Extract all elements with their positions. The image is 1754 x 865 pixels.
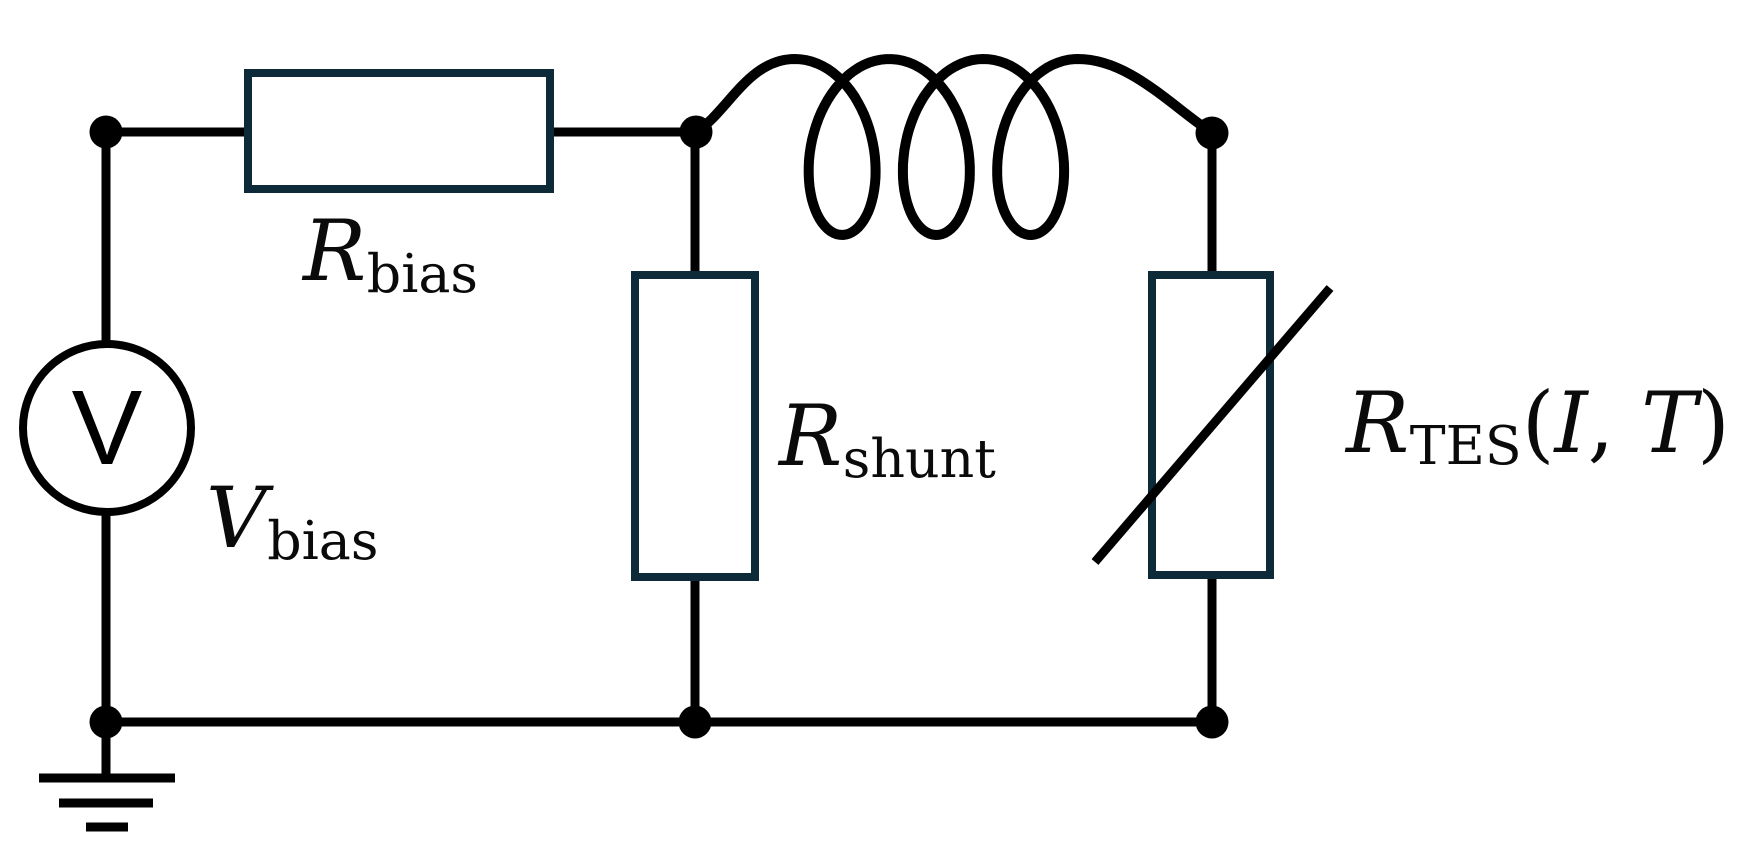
voltage-source-letter: V: [71, 368, 143, 487]
node-bottom-left: [89, 705, 123, 739]
resistor-bias: [244, 69, 554, 193]
tes-variable-diagonal: [1091, 285, 1334, 565]
voltage-source-symbol: V: [23, 344, 191, 512]
inductor-coil: [691, 53, 1217, 241]
label-r-tes-arg2: T: [1641, 374, 1698, 472]
label-r-shunt-base: R: [779, 387, 843, 485]
label-r-tes-sep: ,: [1587, 374, 1642, 472]
node-top-left: [89, 115, 123, 149]
node-bottom-middle: [678, 705, 712, 739]
resistor-shunt: [631, 271, 759, 581]
label-r-tes-arg1: I: [1554, 374, 1588, 472]
label-r-tes-open: (: [1521, 374, 1555, 472]
node-bottom-right: [1195, 705, 1229, 739]
label-r-bias-base: R: [303, 202, 367, 300]
label-v-bias-base: V: [206, 469, 267, 567]
label-v-bias: Vbias: [206, 476, 378, 568]
label-r-shunt: Rshunt: [779, 394, 996, 486]
label-r-bias: Rbias: [303, 209, 478, 301]
label-r-tes: RTES(I, T): [1346, 381, 1730, 473]
voltage-source-circle: [19, 340, 195, 516]
label-r-shunt-sub: shunt: [842, 426, 996, 490]
node-top-middle: [679, 115, 713, 149]
label-v-bias-sub: bias: [267, 508, 379, 572]
label-r-tes-base: R: [1346, 374, 1410, 472]
node-top-right: [1195, 116, 1229, 150]
label-r-bias-sub: bias: [366, 241, 479, 305]
label-r-tes-sub: TES: [1409, 413, 1522, 477]
ground-symbol: [39, 722, 175, 832]
label-r-tes-close: ): [1697, 374, 1730, 472]
